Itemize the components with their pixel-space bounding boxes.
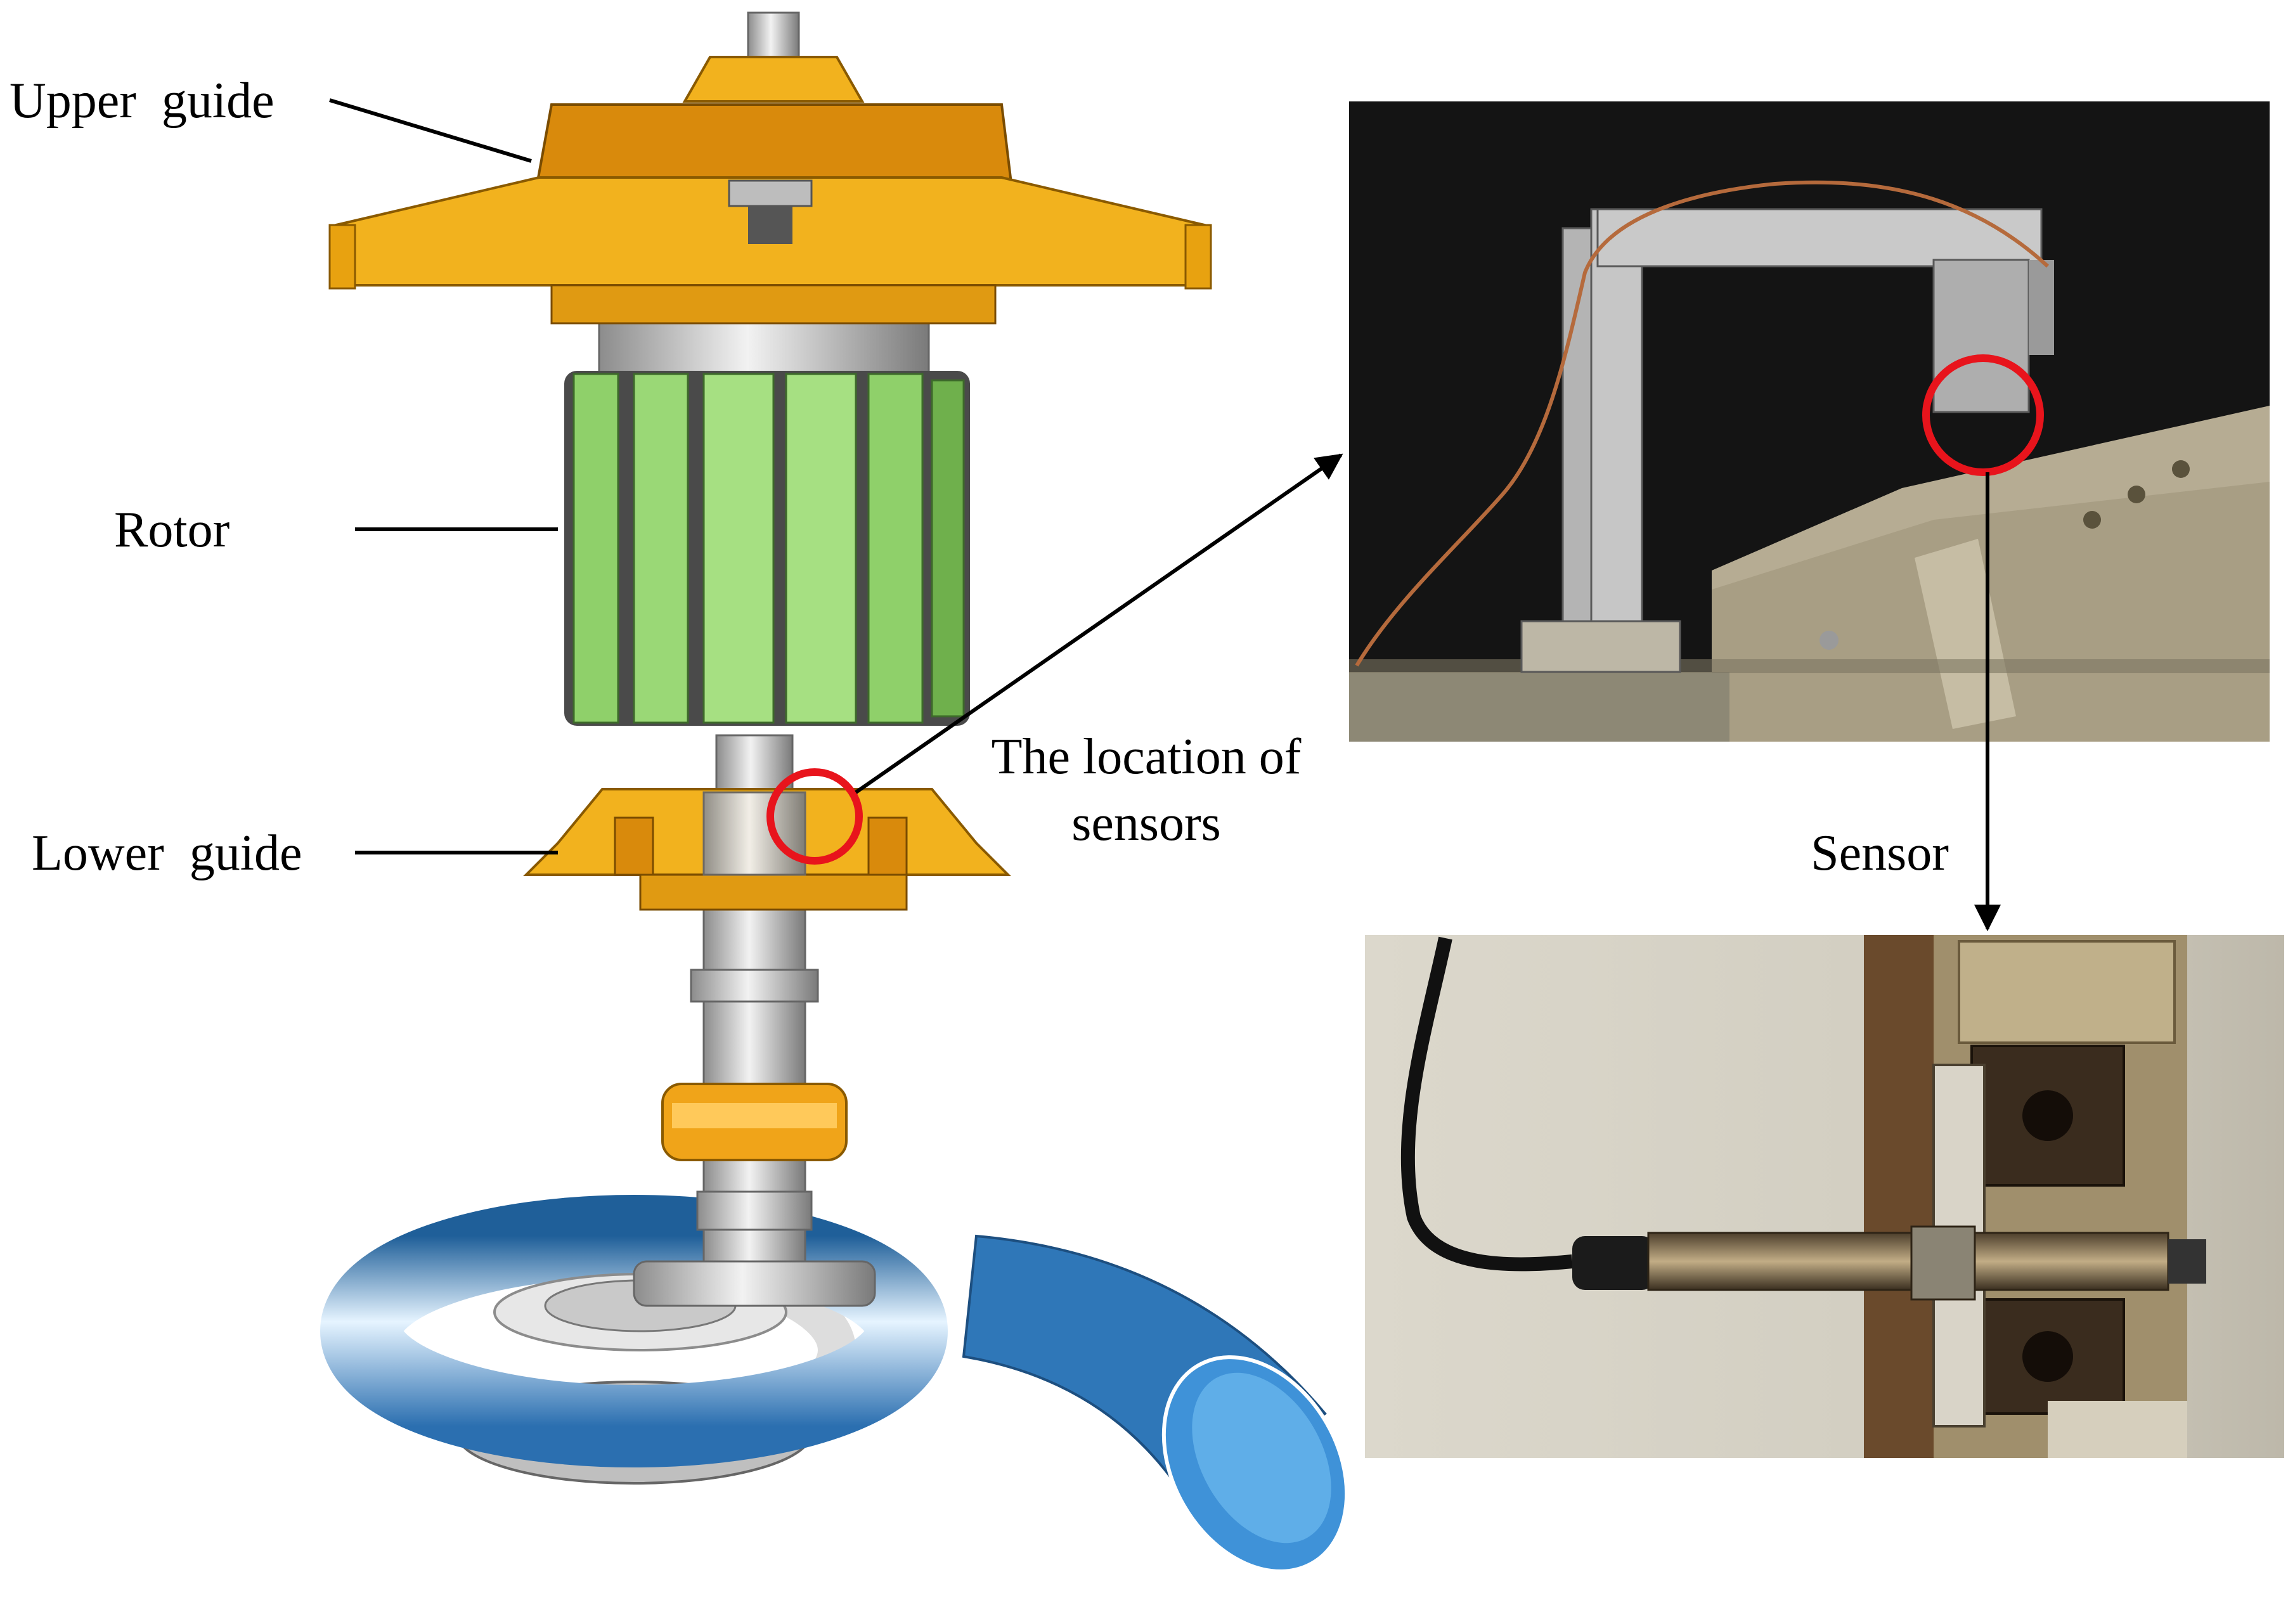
spiral-casing — [320, 1195, 1349, 1573]
sensor-label: Sensor — [1811, 825, 1949, 881]
model-location-marker — [766, 768, 863, 865]
sensor-location-label-line2: sensors — [1071, 796, 1221, 851]
connectors — [329, 98, 2001, 932]
lower-guide-label: Lower guide — [32, 825, 302, 881]
location-to-photo-arrow — [855, 453, 1343, 794]
generator-unit-model — [320, 11, 1349, 1573]
sensor-location-label-line1: The location of — [992, 729, 1302, 785]
lower-guide-bracket — [523, 788, 1011, 911]
upper-guide-leader-line — [329, 98, 532, 163]
labels: Upper guide Rotor Lower guide The locati… — [10, 73, 1949, 881]
rotor-label: Rotor — [114, 502, 229, 558]
photo-sensor-marker — [1922, 354, 2044, 476]
rotor-body — [564, 303, 970, 726]
thrust-collar — [661, 1083, 848, 1161]
upper-guide-bracket — [328, 11, 1212, 325]
sensor-closeup-photo — [1365, 935, 2284, 1458]
upper-guide-label: Upper guide — [10, 73, 275, 129]
installed-bracket-photo — [1349, 101, 2270, 742]
